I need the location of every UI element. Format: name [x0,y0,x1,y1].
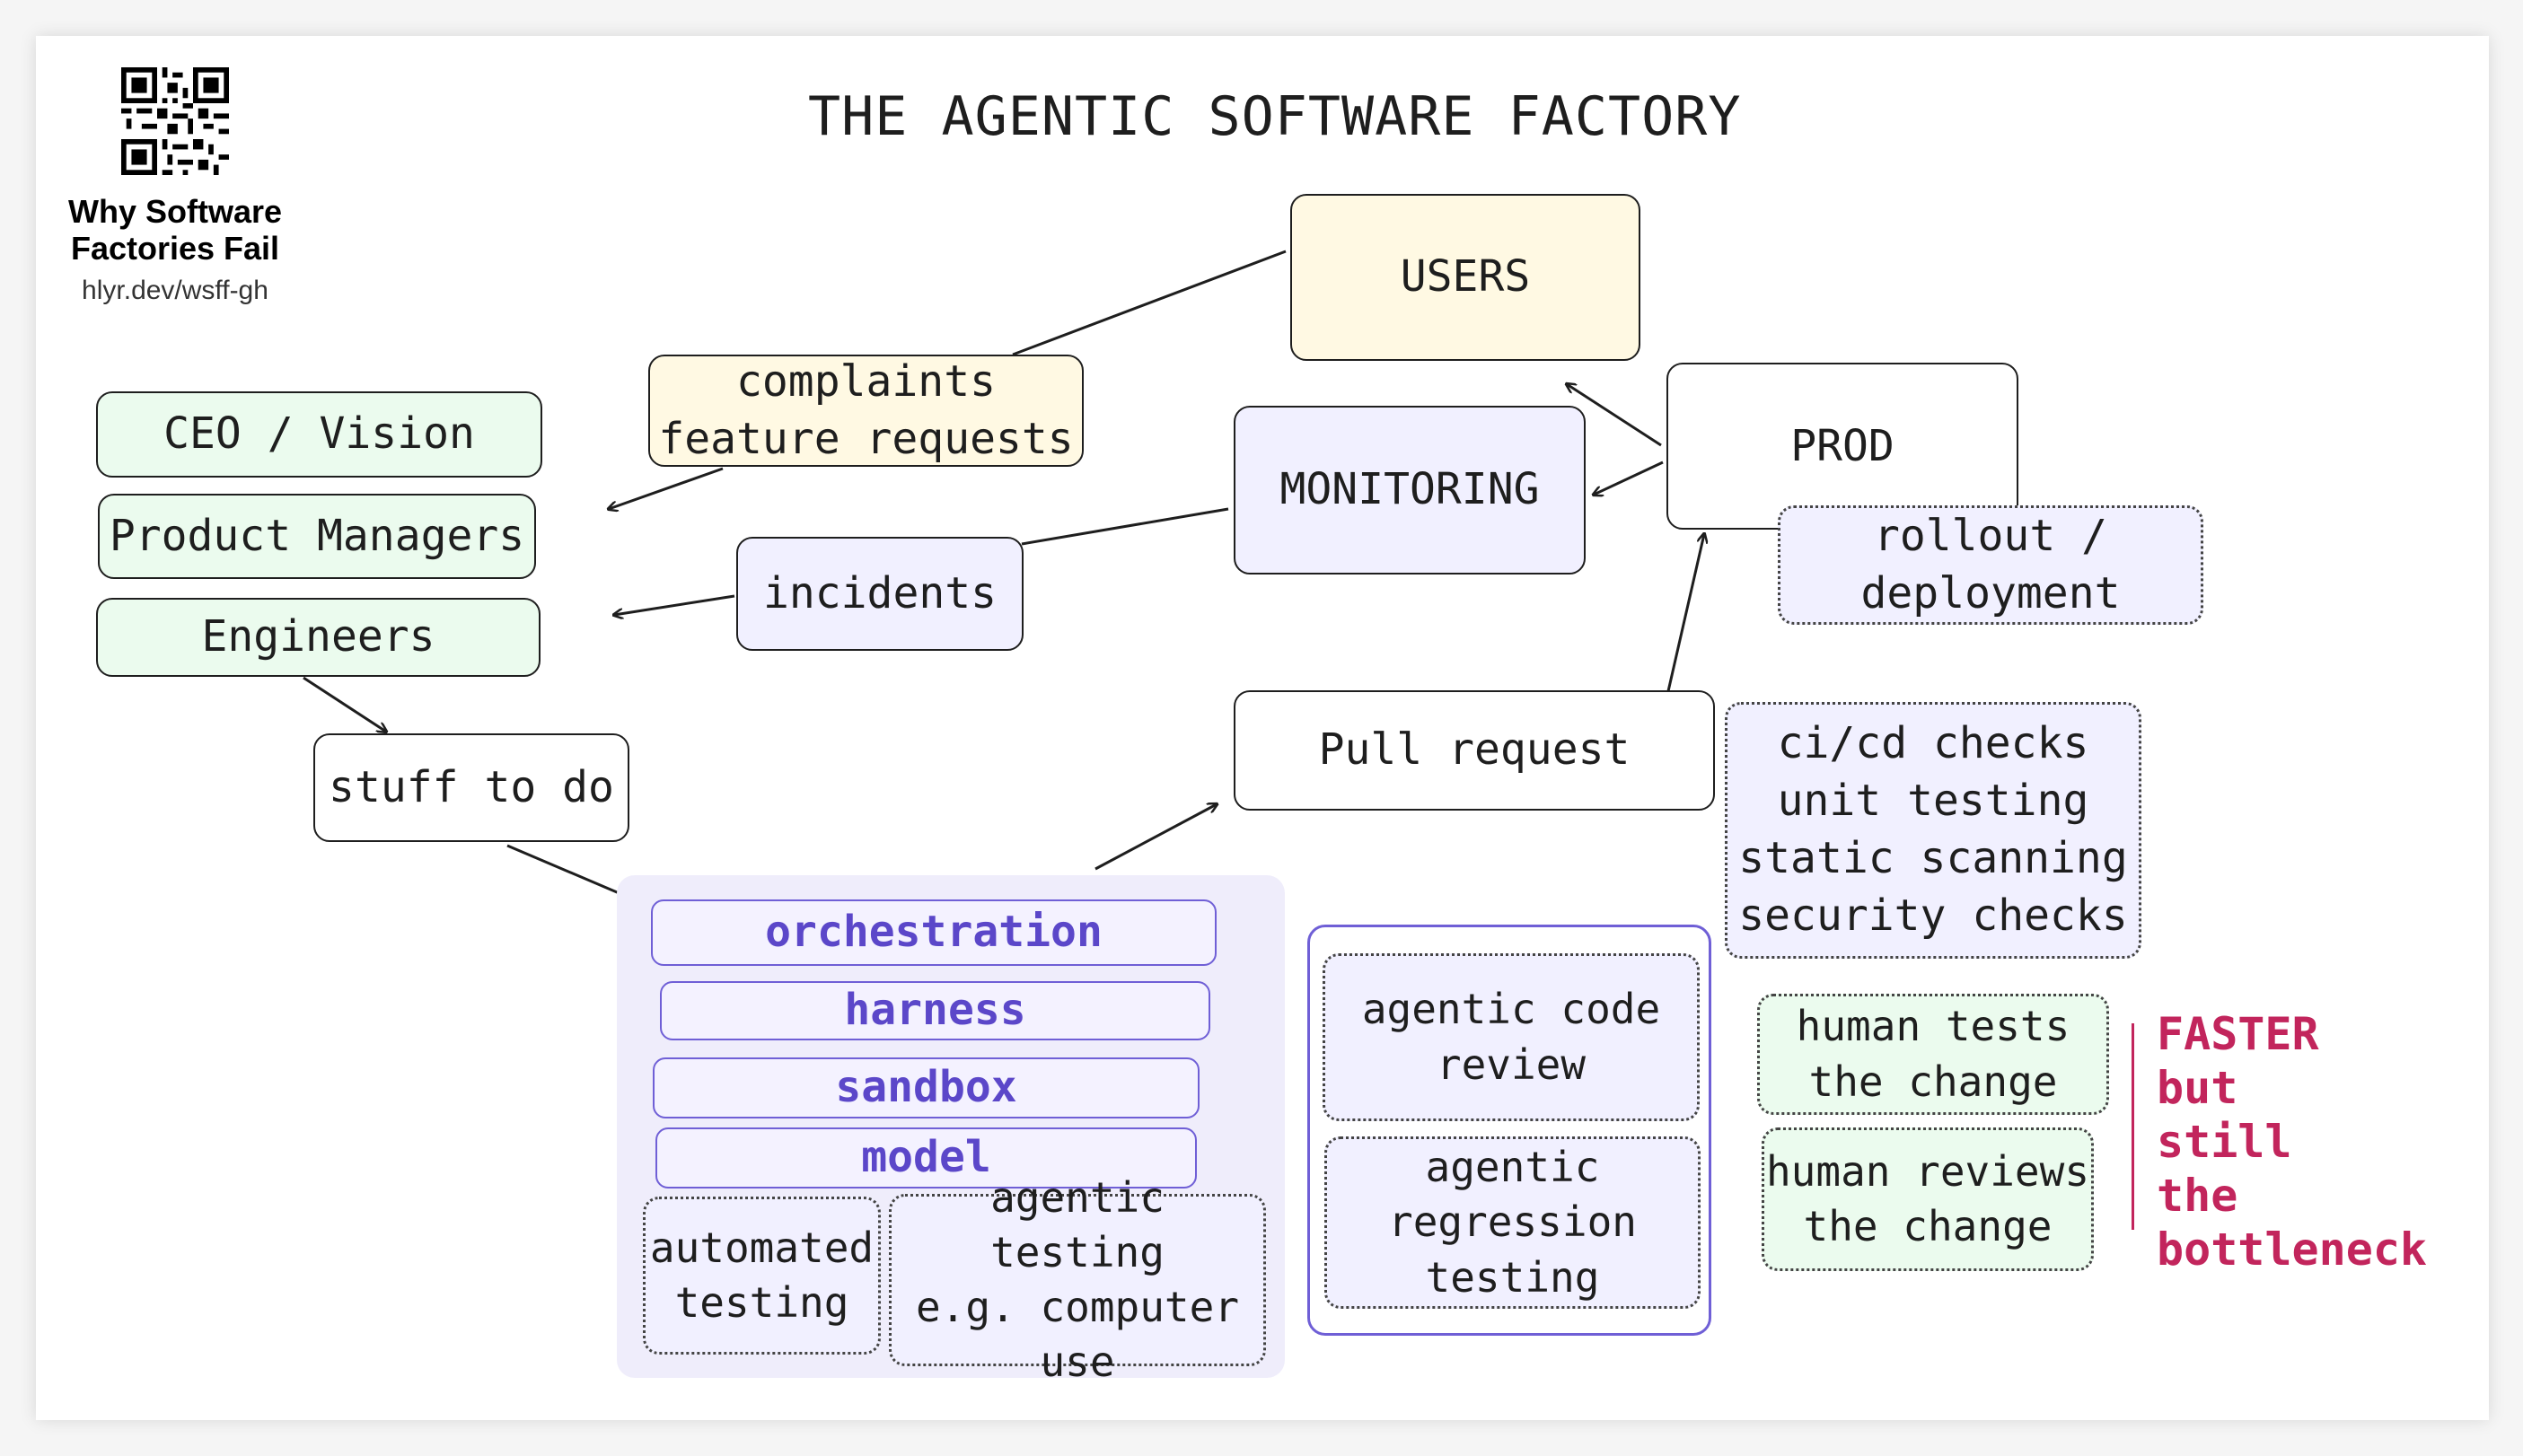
incidents-to-team-arrow [614,594,735,615]
human-tests-node: human tests the change [1757,994,2109,1115]
qr-url[interactable]: hlyr.dev/wsff-gh [82,276,268,305]
engineers-node: Engineers [96,598,541,677]
qr-code-icon [121,67,229,175]
pr-to-prod-arrow [1666,534,1704,692]
prod-to-monitoring-arrow [1594,460,1664,495]
monitoring-to-incidents-line [1021,507,1229,546]
pull-request-node: Pull request [1234,690,1715,811]
orchestration-label: orchestration [765,907,1103,958]
rollout-node: rollout / deployment [1778,505,2203,625]
human-reviews-label: human reviews the change [1765,1146,2090,1250]
human-reviews-node: human reviews the change [1762,1127,2094,1271]
ceo-vision-node: CEO / Vision [96,391,542,478]
users-label: USERS [1400,251,1531,303]
complaints-node: complaints feature requests [648,355,1084,467]
agentic-testing-node: agentic testing e.g. computer use [889,1173,1266,1386]
engineers-label: Engineers [201,611,435,662]
agentic-code-review-label: agentic code review [1361,985,1661,1089]
prod-label: PROD [1790,421,1894,471]
sandbox-layer: sandbox [653,1057,1200,1118]
harness-layer: harness [660,981,1210,1040]
agentic-regression-node: agentic regression testing [1324,1136,1701,1309]
ceo-vision-label: CEO / Vision [163,408,475,460]
automated-testing-label: automated testing [649,1223,875,1327]
cicd-checks-label: ci/cd checks unit testing static scannin… [1738,718,2128,941]
stuff-to-do-label: stuff to do [329,761,614,812]
sandbox-label: sandbox [835,1062,1017,1113]
agents-to-pr-arrow [1094,804,1217,871]
monitoring-node: MONITORING [1234,406,1586,575]
engineers-to-stuff-arrow [303,676,386,732]
incidents-label: incidents [762,567,998,618]
agentic-regression-label: agentic regression testing [1388,1143,1637,1302]
rollout-label: rollout / deployment [1860,510,2121,618]
diagram-title: THE AGENTIC SOFTWARE FACTORY [808,85,1742,148]
bottleneck-bracket [2132,1023,2134,1230]
prod-to-users-arrow [1567,384,1662,447]
agentic-code-review-node: agentic code review [1323,953,1700,1121]
incidents-node: incidents [736,537,1024,651]
users-to-complaints-line [1012,250,1287,356]
complaints-to-team-arrow [609,467,724,509]
orchestration-layer: orchestration [651,899,1217,966]
cicd-checks-node: ci/cd checks unit testing static scannin… [1725,702,2141,959]
harness-label: harness [844,985,1026,1036]
complaints-label: complaints feature requests [658,355,1074,464]
model-layer: model [655,1127,1197,1188]
pull-request-label: Pull request [1318,724,1631,776]
users-node: USERS [1290,194,1640,361]
bottleneck-annotation: FASTER but still the bottleneck [2157,1008,2428,1276]
prod-node: PROD [1666,363,2018,530]
model-label: model [861,1132,991,1183]
automated-testing-node: automated testing [643,1197,881,1355]
monitoring-label: MONITORING [1279,464,1540,515]
product-managers-label: Product Managers [109,510,525,561]
agentic-testing-label: agentic testing e.g. computer use [915,1172,1240,1387]
qr-title: Why Software Factories Fail [67,193,283,268]
stuff-to-do-node: stuff to do [313,733,629,842]
human-tests-label: human tests the change [1796,1002,2070,1106]
product-managers-node: Product Managers [98,494,536,579]
